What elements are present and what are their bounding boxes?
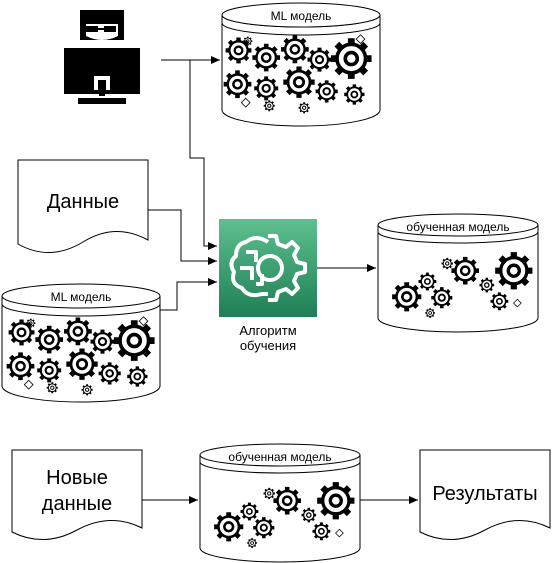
new-data-document: Новые данные [11, 449, 143, 541]
trained-model-right: обученная модель [377, 213, 539, 333]
edge-data-to-algorithm [148, 209, 217, 265]
edge-ml-model-to-algorithm [160, 278, 217, 311]
ml-model-top-label: ML модель [271, 9, 332, 23]
trained-model-bottom: обученная модель [199, 443, 361, 563]
results-document: Результаты [419, 449, 551, 541]
algorithm-label-line1: Алгоритм [239, 323, 296, 338]
data-document-label: Данные [47, 191, 119, 213]
algorithm-node: Алгоритм обучения [219, 219, 317, 353]
new-data-label-line2: данные [42, 493, 112, 515]
ml-model-left-label: ML модель [51, 290, 112, 304]
edge-developer-to-algorithm [189, 60, 217, 250]
trained-model-right-label: обученная модель [406, 220, 509, 234]
ml-model-left: ML модель [1, 283, 161, 403]
new-data-label-line1: Новые [46, 467, 108, 489]
data-document: Данные [17, 159, 149, 253]
edges [142, 56, 418, 504]
algorithm-label-line2: обучения [240, 338, 296, 353]
brain-gear-icon [229, 234, 307, 302]
trained-model-bottom-label: обученная модель [228, 450, 331, 464]
ml-model-top: ML модель [221, 2, 381, 127]
developer-icon [64, 10, 140, 104]
results-label: Результаты [432, 483, 537, 505]
